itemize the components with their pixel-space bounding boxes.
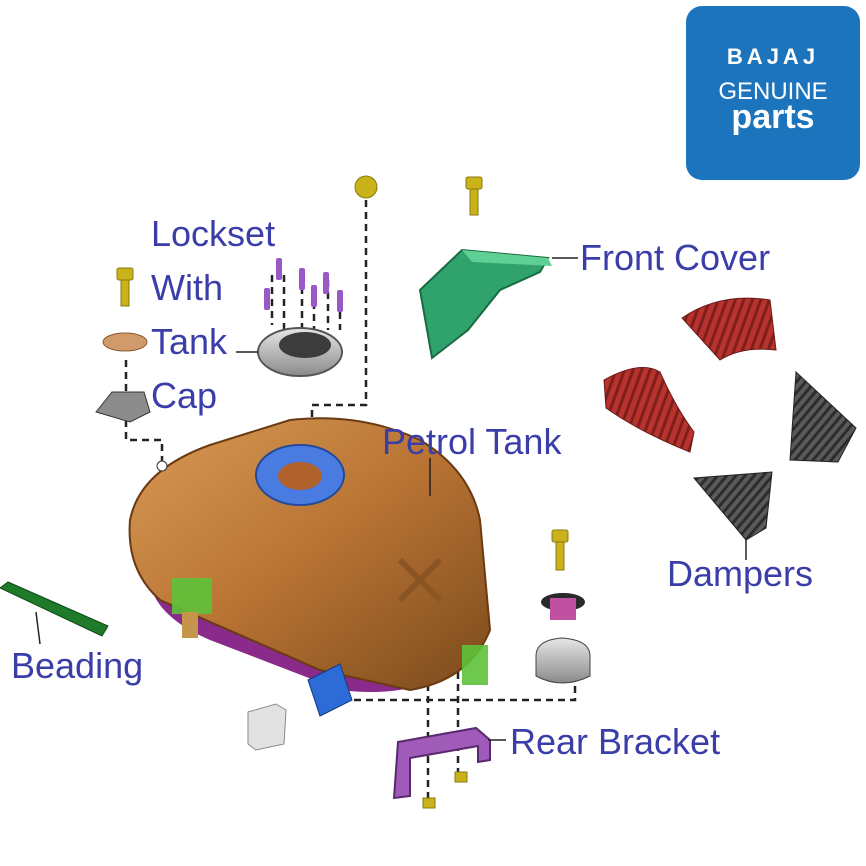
rear-bushing-part [535, 593, 591, 684]
lockset-part [257, 258, 343, 377]
logo-line3: parts [731, 98, 815, 136]
logo-line2: GENUINE [718, 78, 828, 105]
label-lockset-2: With [151, 267, 223, 308]
petrol-tank-part [128, 417, 492, 717]
label-lockset-1: Lockset [151, 213, 276, 254]
label-front-cover: Front Cover [580, 237, 771, 278]
label-petrol-tank: Petrol Tank [382, 421, 562, 462]
rear-bracket-part [392, 726, 491, 800]
label-rear-bracket: Rear Bracket [510, 721, 721, 762]
label-dampers: Dampers [667, 553, 814, 594]
label-lockset-4: Cap [151, 375, 218, 416]
leader-lines [236, 257, 747, 741]
bolts [116, 175, 569, 809]
logo-brand: BAJAJ [726, 44, 820, 69]
label-lockset-3: Tank [151, 321, 228, 362]
dampers-part [603, 297, 857, 541]
washer-part [95, 332, 151, 423]
rubber-block-part [247, 703, 287, 751]
front-cover-part [418, 248, 552, 360]
beading-part [0, 581, 109, 645]
bajaj-genuine-parts-logo: BAJAJ GENUINE parts [686, 6, 860, 180]
label-beading: Beading [11, 645, 144, 686]
